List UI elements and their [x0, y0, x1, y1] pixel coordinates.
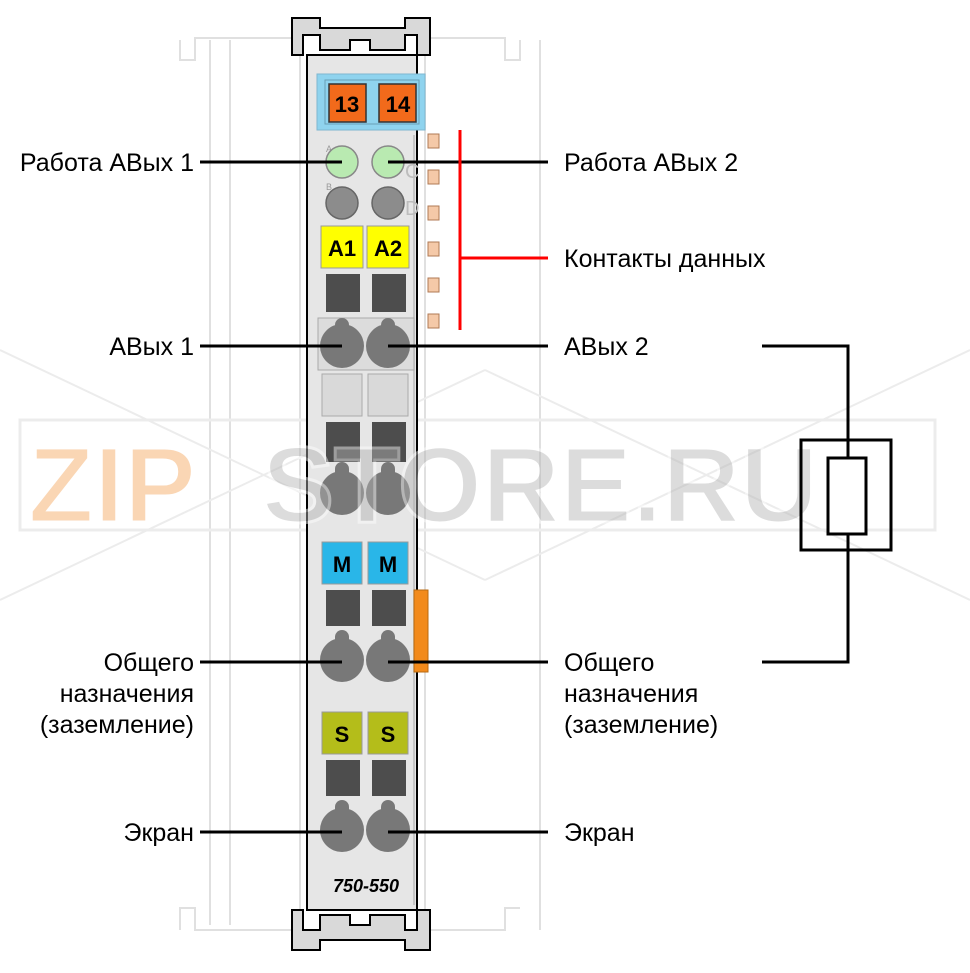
label-work-out-1: Работа АВых 1: [19, 149, 194, 177]
watermark: ZIP STORE.RU: [27, 423, 820, 547]
terminal-13-label: 13: [335, 92, 359, 117]
rail-outline: [179, 37, 541, 931]
label-common-ground-2-line3: (заземление): [564, 711, 719, 739]
label-common-ground-1: Общего назначения (заземление): [8, 648, 194, 741]
label-out-2: АВых 2: [564, 333, 649, 361]
screw-row-3: [320, 630, 410, 682]
label-screen-1: Экран: [123, 819, 194, 847]
resistor-symbol: [826, 456, 868, 536]
power-jumper-bar: [413, 589, 429, 673]
model-number: 750-550: [333, 876, 399, 896]
led-letter-d: D: [405, 198, 419, 220]
label-data-contacts: Контакты данных: [564, 245, 766, 273]
channel-m1-label: M: [333, 552, 351, 577]
led-gray-2: [371, 186, 405, 220]
label-out-1: АВых 1: [109, 333, 194, 361]
label-common-ground-2: Общего назначения (заземление): [564, 648, 764, 741]
data-contacts-bracket: [458, 130, 548, 330]
screw-row-4: [320, 800, 410, 852]
leader-lines: [200, 160, 548, 834]
terminal-14-label: 14: [386, 92, 411, 117]
label-common-ground-1-line3: (заземление): [39, 711, 194, 739]
watermark-frame: [18, 418, 937, 532]
channel-a1-label: A1: [328, 236, 356, 261]
label-common-ground-1-line1: Общего: [103, 649, 194, 677]
label-common-ground-2-line1: Общего: [564, 649, 655, 677]
load-resistor-circuit: [762, 344, 893, 664]
channel-s2-label: S: [381, 722, 396, 747]
watermark-text-a: ZIP: [28, 424, 196, 545]
data-contacts: [427, 133, 440, 329]
label-screen-2: Экран: [564, 819, 635, 847]
io-module: 13 14 A B C D A1 A2: [291, 17, 440, 951]
terminal-13: [328, 83, 367, 123]
channel-a2-label: A2: [374, 236, 402, 261]
label-common-ground-1-line2: назначения: [59, 680, 194, 708]
led-letter-b: B: [326, 182, 332, 192]
channel-m2-label: M: [379, 552, 397, 577]
channel-s1-label: S: [335, 722, 350, 747]
led-gray-1: [325, 186, 359, 220]
label-work-out-2: Работа АВых 2: [564, 149, 739, 177]
screw-row-2: [320, 462, 410, 515]
terminal-14: [378, 83, 417, 123]
watermark-text-b: STORE.RU: [262, 424, 818, 545]
led-letter-c: C: [405, 161, 419, 183]
led-letter-a: A: [326, 144, 332, 154]
screw-row-1: [317, 317, 415, 371]
label-common-ground-2-line2: назначения: [564, 680, 699, 708]
